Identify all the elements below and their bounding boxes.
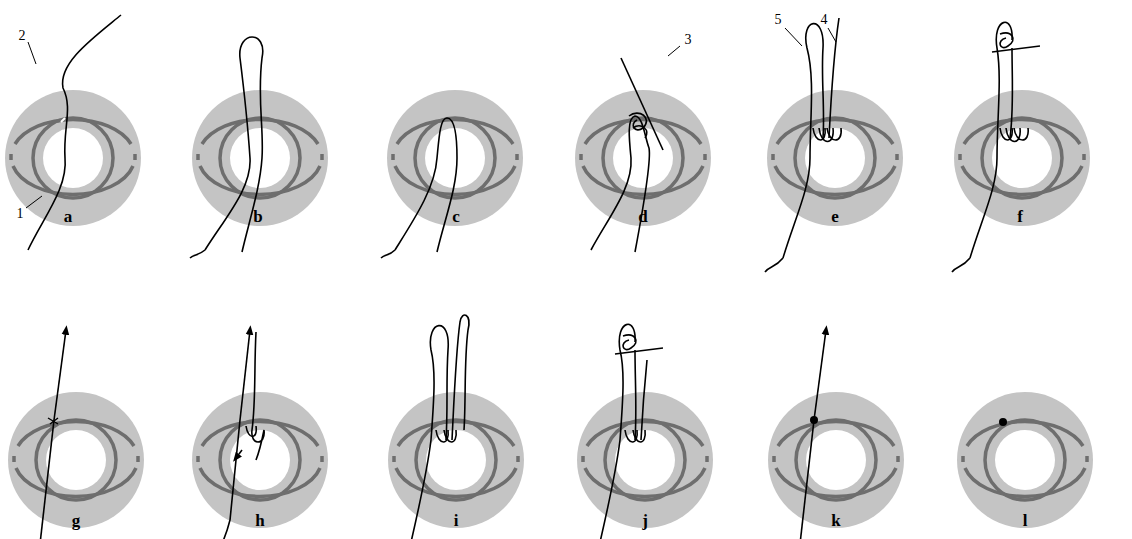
panel-letter: g [72,512,81,529]
panel-letter: f [1017,208,1023,225]
callout-number: 1 [17,207,24,221]
panel-letter: k [831,512,840,529]
panel-letter: c [452,208,460,225]
callout-number: 5 [775,13,782,27]
panel-letter: a [64,208,73,225]
callout-number: 4 [821,13,828,27]
panel-letter: d [638,208,647,225]
panel-letter: i [454,512,459,529]
panel-letter: l [1023,512,1028,529]
callout-number: 2 [19,29,26,43]
panel-letter: j [642,512,648,529]
panel-letter: h [255,512,264,529]
panel-letter: b [253,208,262,225]
panel-letter: e [831,208,839,225]
callout-number: 3 [685,33,692,47]
